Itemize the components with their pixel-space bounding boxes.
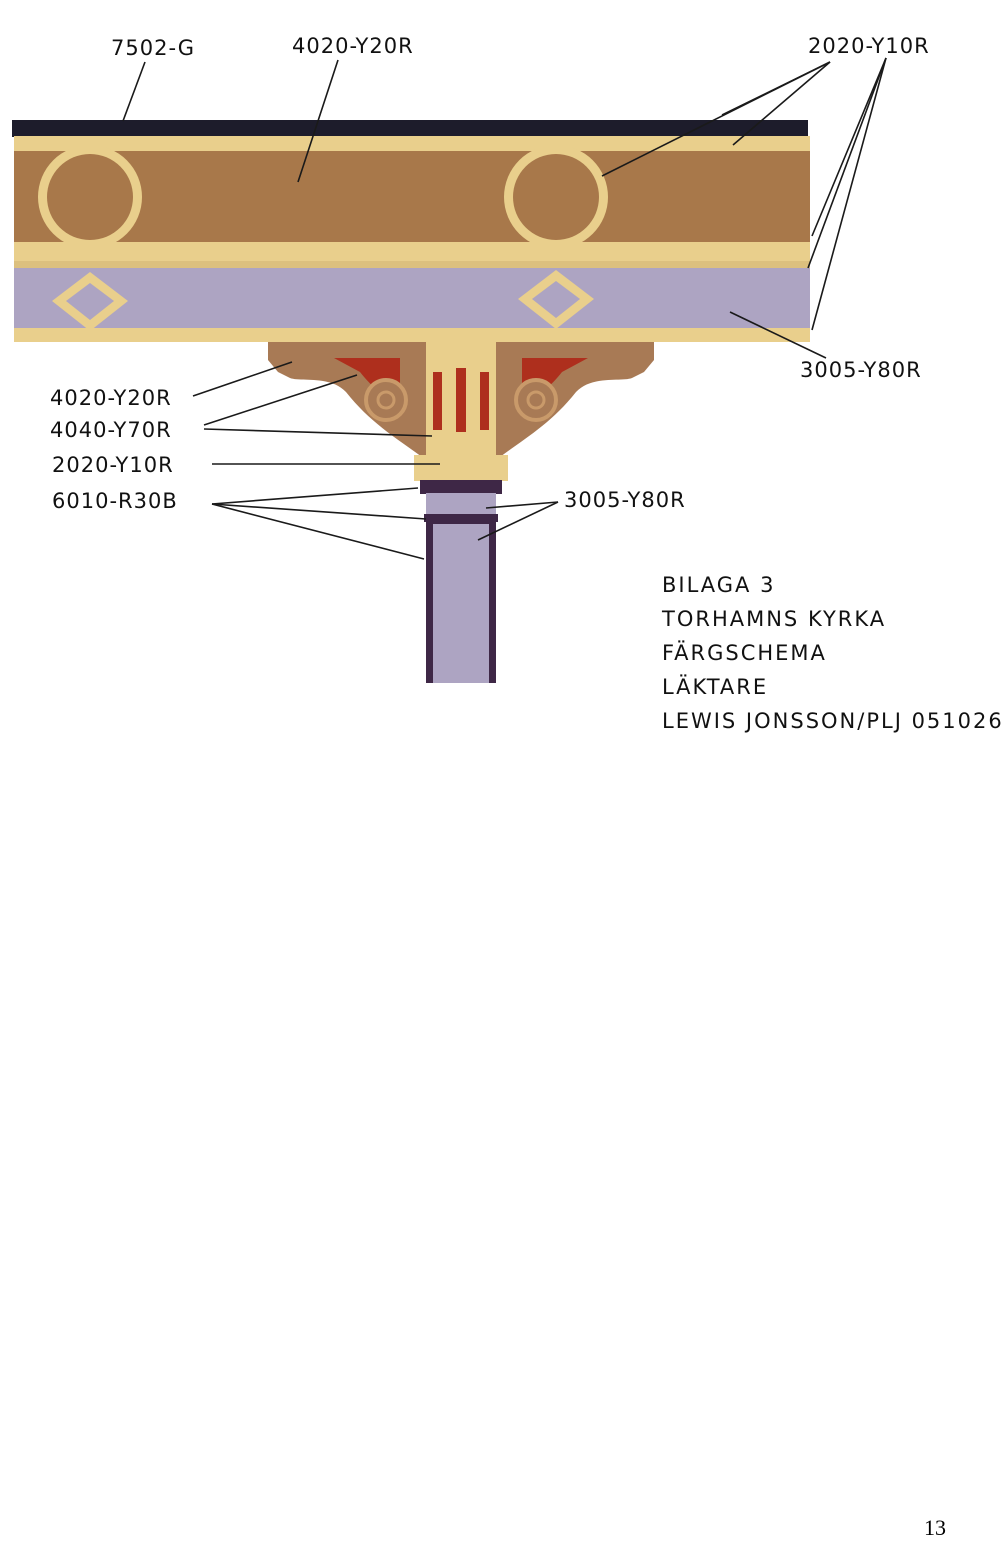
bracket-right (496, 342, 654, 460)
frieze-circle-right-inner (513, 154, 599, 240)
title-church: TORHAMNS KYRKA (662, 607, 887, 631)
leader-lines (122, 57, 887, 560)
band-diamond-right-inner (532, 281, 580, 318)
frieze-circle-left-inner (47, 154, 133, 240)
beam-cream-strip-bottom (14, 328, 810, 342)
capital-flute-left (433, 372, 442, 430)
title-scheme: FÄRGSCHEMA (662, 641, 827, 665)
label-bracket-4: 6010-R30B (52, 489, 178, 513)
label-bracket-2: 4040-Y70R (50, 418, 172, 442)
column-shaft-panel (433, 524, 489, 683)
label-bracket-3: 2020-Y10R (52, 453, 174, 477)
title-appendix: BILAGA 3 (662, 573, 776, 597)
label-top-right: 2020-Y10R (808, 34, 930, 58)
beam-cream-strip-line (14, 261, 810, 269)
label-top-mid: 4020-Y20R (292, 34, 414, 58)
page-number: 13 (924, 1515, 946, 1540)
beam-cream-strip-top (14, 136, 810, 152)
capital-flute-center (456, 368, 466, 432)
bracket-left (268, 342, 426, 460)
beam-cream-strip-mid (14, 242, 810, 262)
gallery-color-scheme-drawing (12, 57, 887, 683)
beam-lavender-band (14, 268, 810, 331)
column-ring-top (420, 480, 502, 494)
label-top-left: 7502-G (111, 36, 196, 60)
label-bracket-1: 4020-Y20R (50, 386, 172, 410)
column-collar (426, 493, 496, 515)
label-right-band: 3005-Y80R (800, 358, 922, 382)
column-ring-mid (424, 514, 498, 522)
capital-flute-right (480, 372, 489, 430)
title-author: LEWIS JONSSON/PLJ 051026 (662, 709, 1004, 733)
band-diamond-left-inner (66, 283, 114, 320)
title-block: BILAGA 3 TORHAMNS KYRKA FÄRGSCHEMA LÄKTA… (662, 568, 1004, 738)
beam-brown-frieze (14, 151, 810, 243)
title-gallery: LÄKTARE (662, 675, 769, 699)
capital-neck (414, 455, 508, 481)
beam-top-cap (12, 120, 808, 137)
label-column-right: 3005-Y80R (564, 488, 686, 512)
